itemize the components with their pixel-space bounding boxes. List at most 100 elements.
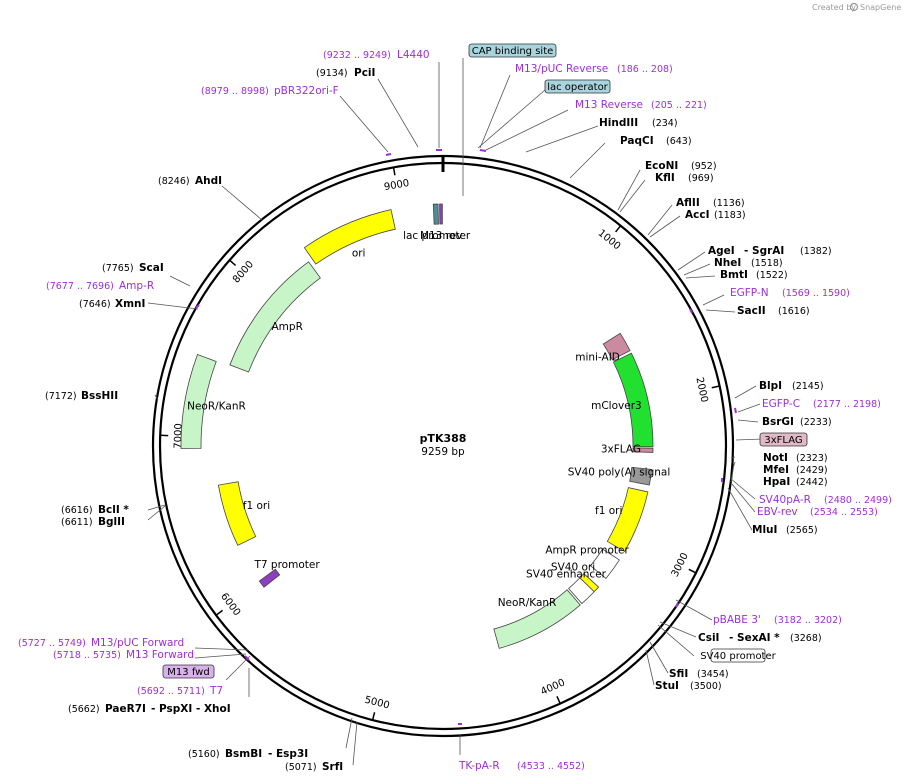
ruler-tick-4000	[556, 695, 561, 704]
ruler-tick-8000	[229, 259, 237, 266]
feature-label-10: SV40 poly(A) signal	[568, 467, 671, 479]
csii-position: (3268)	[790, 633, 822, 644]
ruler-label-8000: 8000	[231, 259, 256, 285]
feature-label-15: NeoR/KanR	[498, 597, 557, 609]
lac-operator-box	[544, 79, 611, 94]
sexai-site: - SexAI *	[729, 632, 780, 644]
scai-site: ScaI	[139, 262, 164, 274]
m13-puc-reverse-position: (186 .. 208)	[617, 64, 673, 75]
feature-label-3: AmpR	[272, 321, 303, 333]
bmti-position: (1522)	[756, 270, 788, 281]
paer7i-position: (5662)	[68, 704, 100, 715]
lac-operator-label: lac operator	[547, 82, 608, 93]
tk-pa-r-position: (4533 .. 4552)	[517, 761, 585, 772]
tk-pa-r-primer: TK-pA-R	[458, 760, 500, 772]
feature-label-11: f1 ori	[595, 505, 622, 517]
ruler-label-2000: 2000	[693, 376, 709, 403]
ruler-label-4000: 4000	[539, 677, 567, 698]
sacii-position: (1616)	[778, 306, 810, 317]
hpai-site: HpaI	[763, 476, 790, 488]
blpi-position: (2145)	[792, 381, 824, 392]
xmni-position: (7646)	[79, 299, 111, 310]
feature-m13-rev-1	[439, 203, 443, 225]
econi-site: EcoNI	[645, 160, 678, 172]
ebv-rev-position: (2534 .. 2553)	[810, 507, 878, 518]
egfp-c-primer: EGFP-C	[762, 398, 800, 410]
acci-position: (1183)	[714, 210, 746, 221]
feature-neor-kanr-15	[493, 589, 581, 649]
bsshii-site: BssHII	[81, 390, 118, 402]
stui-position: (3500)	[690, 681, 722, 692]
cap-binding-site-box	[468, 43, 557, 58]
feature-neor-kanr-4	[180, 353, 217, 449]
stui-site: StuI	[655, 680, 679, 692]
agei-position: (1382)	[800, 246, 832, 257]
hpai-position: (2442)	[796, 477, 828, 488]
feature-mclover3-8	[612, 352, 654, 448]
feature-label-12: AmpR promoter	[545, 545, 629, 557]
mlui-position: (2565)	[786, 525, 818, 536]
kfli-site: KflI	[655, 172, 675, 184]
feature-f1-ori-5	[217, 481, 257, 546]
m13-puc-forward-position: (5727 .. 5749)	[18, 638, 86, 649]
leader-lines	[147, 58, 764, 766]
acci-site: AccI	[685, 209, 709, 221]
amp-r-position: (7677 .. 7696)	[46, 281, 114, 292]
pcii-position: (9134)	[316, 68, 348, 79]
sfii-position: (3454)	[697, 669, 729, 680]
feature-label-5: f1 ori	[243, 500, 270, 512]
mlui-site: MluI	[752, 524, 777, 536]
m13-reverse-primer: M13 Reverse	[575, 99, 643, 111]
paqci-position: (643)	[666, 136, 692, 147]
scai-position: (7765)	[102, 263, 134, 274]
ruler-label-3000: 3000	[670, 551, 691, 579]
plasmid-name: pTK388	[420, 432, 467, 445]
nhei-site: NheI	[714, 257, 741, 269]
feature-ampr-promoter-12	[589, 548, 620, 579]
noti-position: (2323)	[796, 453, 828, 464]
feature-label-7: mini-AID	[575, 352, 620, 364]
bcli-position: (6616)	[61, 505, 93, 516]
ruler-label-9000: 9000	[383, 178, 410, 193]
egfp-n-primer: EGFP-N	[730, 287, 769, 299]
feature-label-2: ori	[352, 248, 366, 260]
pbr322ori-f-position: (8979 .. 8998)	[201, 86, 269, 97]
bmti-site: BmtI	[720, 269, 748, 281]
sv40-promoter-box	[710, 648, 766, 663]
m13-forward-primer: M13 Forward	[126, 649, 194, 661]
m13-fwd-box	[162, 664, 215, 679]
bcli-site: BclI *	[98, 504, 129, 516]
feature-ampr-3	[229, 261, 321, 373]
sv40-promoter-label: SV40 promoter	[700, 651, 776, 662]
bsmbi-position: (5160)	[188, 749, 220, 760]
feature-label-8: mClover3	[591, 400, 642, 412]
ruler-label-1000: 1000	[596, 228, 623, 253]
ruler-label-6000: 6000	[218, 591, 242, 618]
feature-lac-promoter-0	[432, 203, 439, 225]
snapgene-logo-icon	[849, 2, 859, 12]
m13-forward-position: (5718 .. 5735)	[53, 650, 121, 661]
amp-r-primer: Amp-R	[119, 280, 154, 292]
pbabe-3-primer: pBABE 3'	[713, 614, 761, 626]
hindiii-site: HindIII	[599, 117, 638, 129]
noti-site: NotI	[763, 452, 788, 464]
bsrgi-position: (2233)	[800, 417, 832, 428]
aflii-site: AflII	[676, 197, 700, 209]
blpi-site: BlpI	[759, 380, 782, 392]
egfp-n-position: (1569 .. 1590)	[782, 288, 850, 299]
ruler-tick-2000	[711, 385, 720, 389]
t7-position: (5692 .. 5711)	[137, 686, 205, 697]
feature-label-4: NeoR/KanR	[187, 400, 246, 412]
bsmbi-site: BsmBI	[225, 748, 262, 760]
primer-labels: (9232 .. 9249) L4440 (8979 .. 8998) pBR3…	[18, 49, 892, 772]
csii-site: CsiI	[698, 632, 719, 644]
m13-fwd-label: M13 fwd	[167, 667, 209, 678]
created-by-label: Created by	[812, 3, 856, 12]
feature-t7-promoter-6	[258, 568, 281, 588]
econi-position: (952)	[691, 161, 717, 172]
bsrgi-site: BsrGI	[762, 416, 794, 428]
plasmid-size: 9259 bp	[421, 446, 465, 458]
feature-f1-ori-11	[606, 487, 649, 552]
